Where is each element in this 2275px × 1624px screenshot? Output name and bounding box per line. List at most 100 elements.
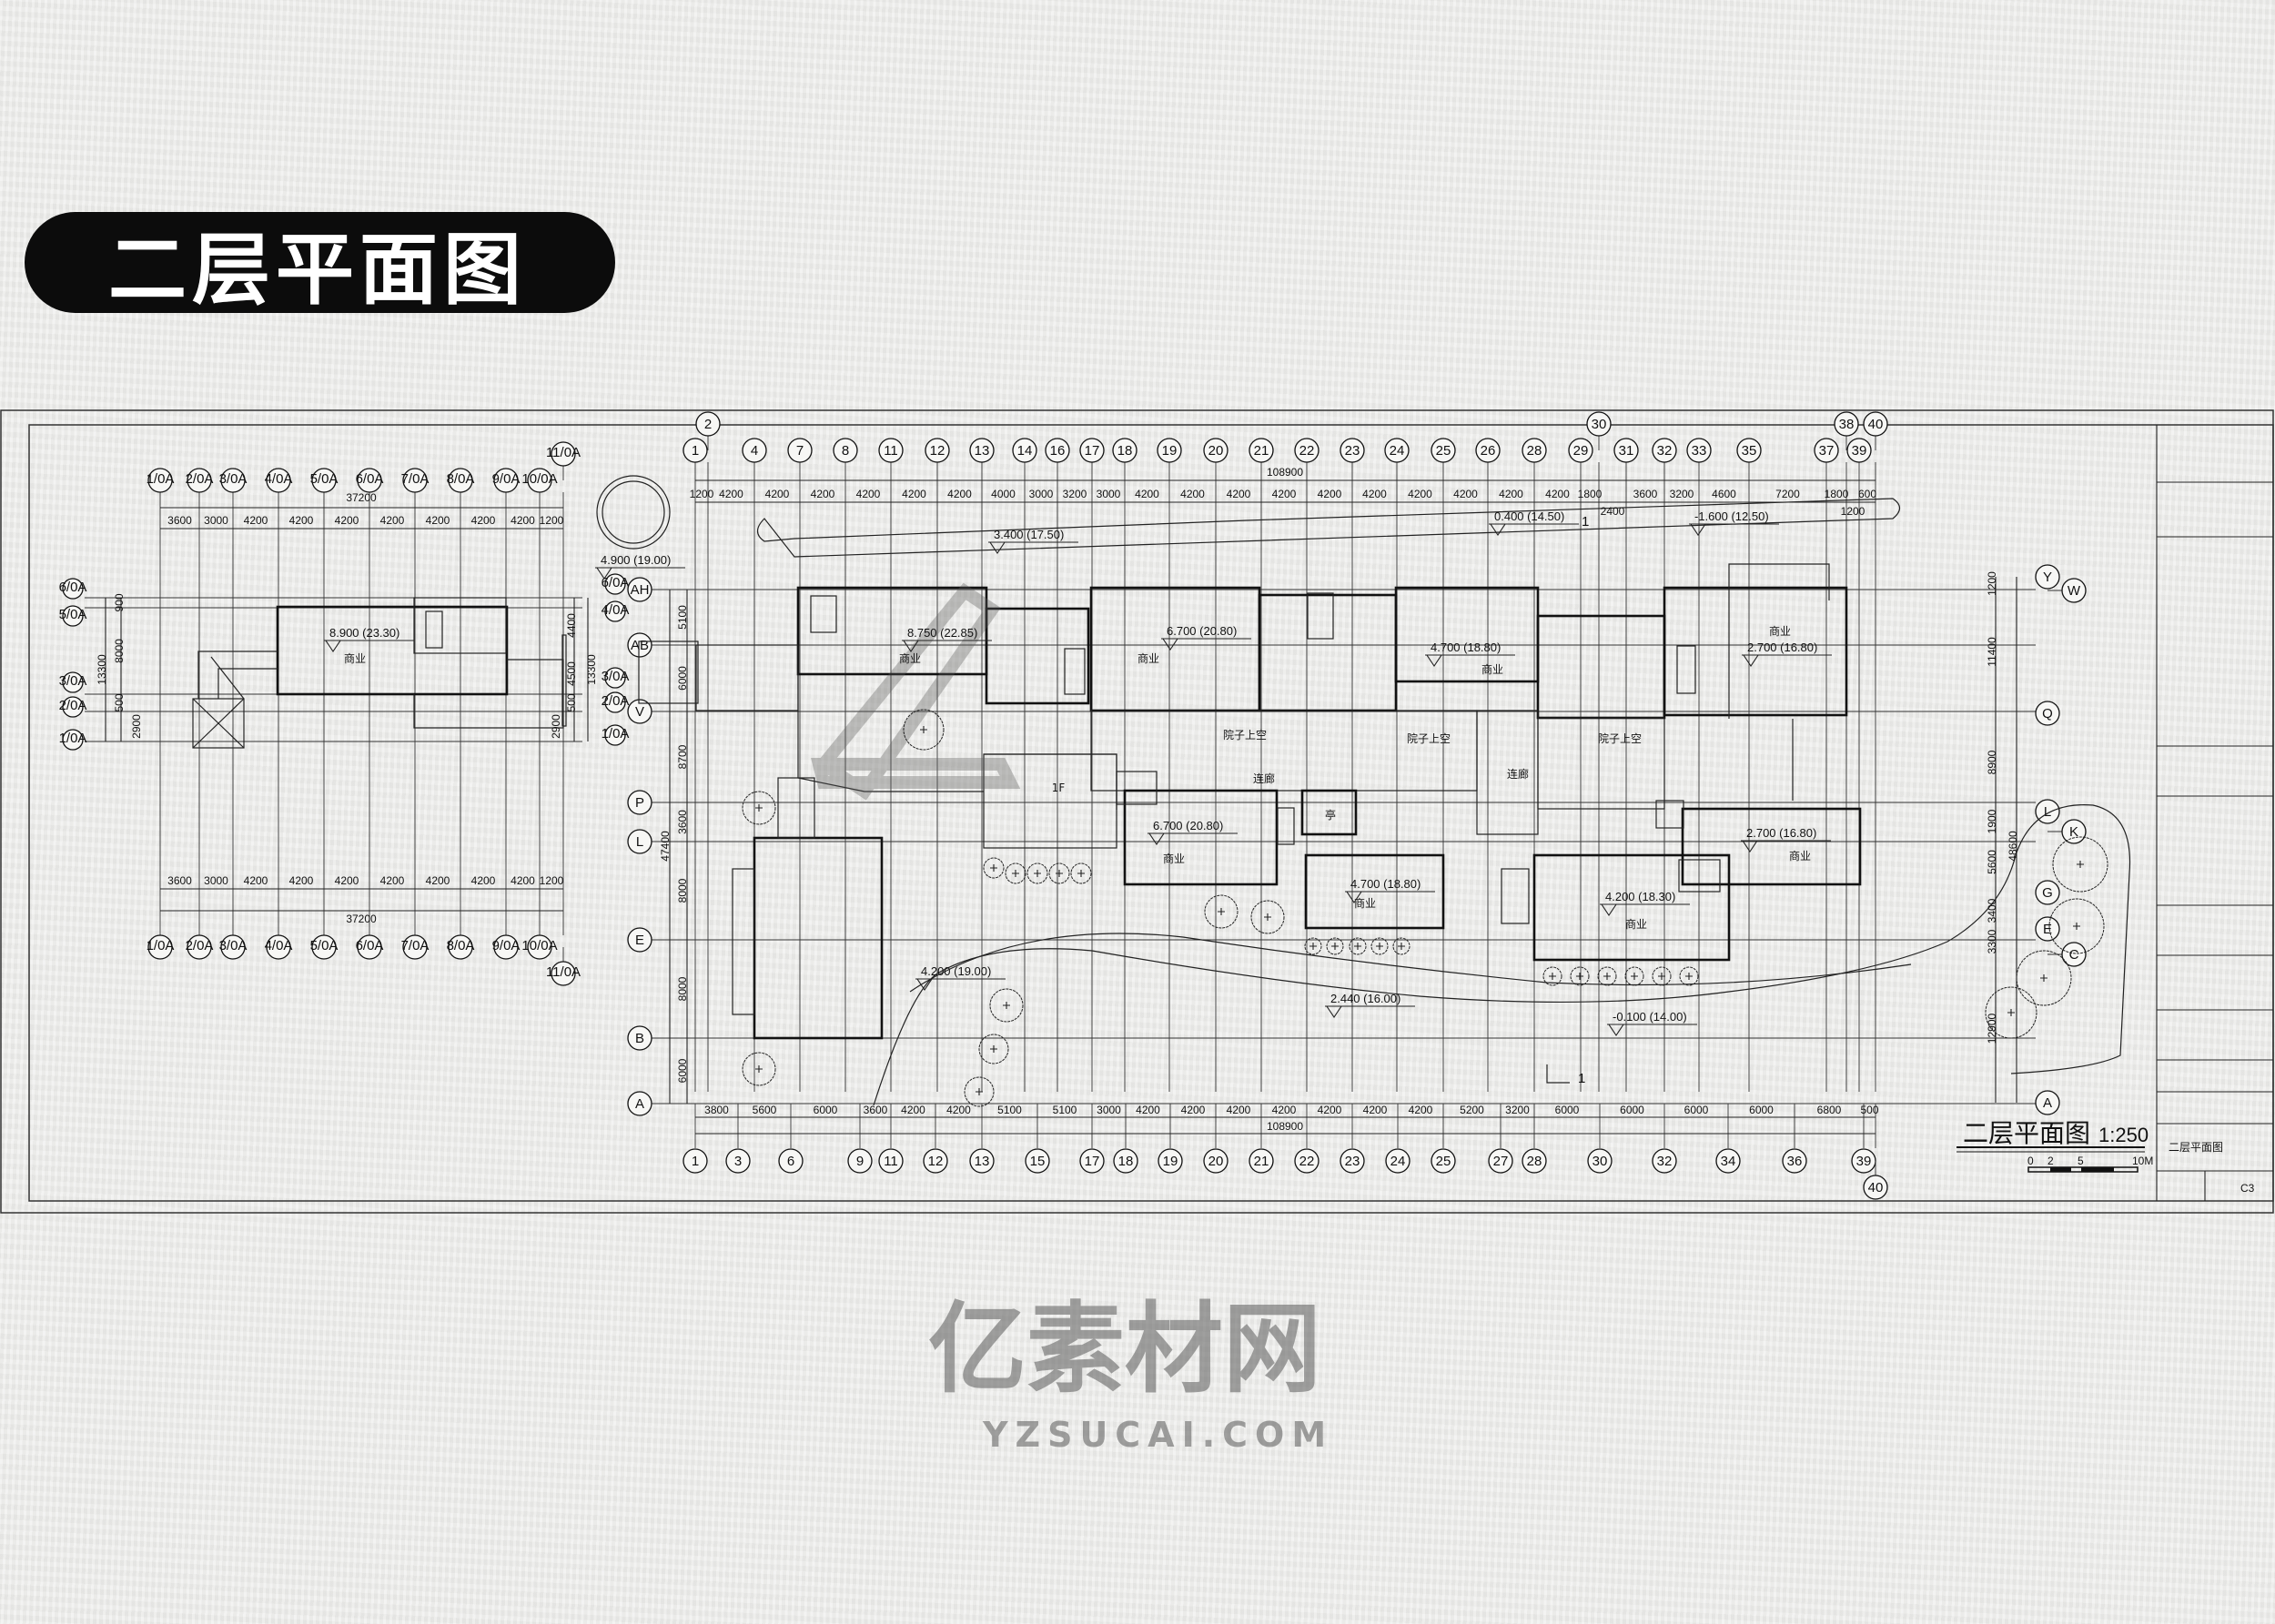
axis-bubble-bottom: 18	[1113, 1148, 1138, 1174]
elevation-label: 4.700 (18.80)	[1431, 641, 1501, 654]
axis-bubble-top: 1	[682, 438, 708, 463]
dimension-span: 8900	[1986, 750, 1998, 774]
tree-icon	[1250, 900, 1285, 934]
axis-label: 11/0A	[546, 964, 581, 980]
room-label: 商业	[1625, 917, 1647, 931]
axis-label: 2/0A	[602, 693, 630, 709]
axis-bubble-right: A	[2035, 1090, 2060, 1115]
axis-bubble-top: 13	[969, 438, 995, 463]
axis-bubble-top: 38	[1834, 411, 1859, 450]
axis-bubble-bottom: 23	[1340, 1148, 1365, 1174]
title-block-sheet-number: C3	[2240, 1182, 2255, 1195]
dimension-span: 1200	[1986, 571, 1998, 596]
dimension-span: 4200	[1318, 1104, 1342, 1116]
dimension-span: 4200	[946, 1104, 971, 1116]
axis-bubble-left: AB	[627, 632, 652, 658]
axis-bubble-top: 39	[1846, 438, 1872, 463]
tree-icon	[964, 1076, 995, 1107]
axis-bubble-top: 9/0A	[492, 468, 520, 493]
axis-bubble-top: 16	[1045, 438, 1070, 463]
axis-label: 3/0A	[59, 673, 87, 689]
axis-bubble-right: 1/0A	[602, 724, 629, 746]
elevation-marker: 2.700 (16.80)	[1742, 641, 1832, 667]
axis-bubble-bottom: 22	[1294, 1148, 1320, 1174]
axis-label: 15	[1030, 1154, 1046, 1169]
axis-bubble-top: 28	[1522, 438, 1547, 463]
elevation-marker: 4.900 (19.00)	[595, 553, 685, 580]
axis-label: 3/0A	[602, 669, 630, 684]
room-label: 商业	[1354, 896, 1376, 910]
dimension-span: 4200	[1363, 1104, 1388, 1116]
dimension-span: 3200	[1670, 488, 1694, 500]
axis-bubble-top: 29	[1568, 438, 1593, 463]
axis-bubble-top: 8	[833, 438, 858, 463]
tree-icon	[1005, 862, 1026, 884]
building-outlines	[192, 475, 2131, 1106]
axis-bubble-right: 6/0A	[602, 573, 629, 595]
dimension-total: 37200	[346, 491, 377, 504]
axis-bubble-bottom: 36	[1782, 1148, 1807, 1174]
scale-bar-label: 5	[2078, 1155, 2084, 1167]
axis-bubble-top: 22	[1294, 438, 1320, 463]
section-mark: 1	[1578, 1071, 1585, 1086]
axis-label: 38	[1839, 417, 1855, 432]
dimension-span: 3600	[167, 514, 192, 527]
axis-bubble-left: 6/0A	[59, 578, 86, 600]
axis-label: 25	[1436, 443, 1451, 459]
axis-label: E	[635, 933, 644, 948]
axis-bubble-top: 40	[1863, 411, 1888, 450]
axis-label: Y	[2043, 570, 2052, 585]
dimension-span: 4200	[335, 874, 359, 887]
axis-bubble-left: 2/0A	[59, 696, 86, 718]
dimension-span: 4200	[947, 488, 972, 500]
axis-bubble-bottom: 28	[1522, 1148, 1547, 1174]
dimension-span: 3000	[204, 514, 228, 527]
dimension-span: 3200	[1063, 488, 1087, 500]
axis-bubble-top: 32	[1652, 438, 1677, 463]
axis-label: 23	[1345, 1154, 1360, 1169]
axis-bubble-bottom: 2/0A	[186, 934, 213, 960]
dimension-span: 4200	[289, 874, 314, 887]
axis-bubble-right: W	[2048, 578, 2087, 603]
elevation-marker: 4.700 (18.80)	[1345, 877, 1435, 903]
dimension-span: 5100	[997, 1104, 1022, 1116]
axis-label: A	[2043, 1095, 2052, 1111]
trees	[742, 709, 2108, 1107]
tree-icon	[1070, 862, 1092, 884]
axis-bubble-top: 33	[1686, 438, 1712, 463]
dimension-span: 4200	[1499, 488, 1523, 500]
dimension-span: 1200	[1841, 505, 1866, 518]
axis-label: 7/0A	[401, 938, 430, 953]
elevation-label: -1.600 (12.50)	[1694, 509, 1769, 523]
axis-label: 5/0A	[310, 471, 339, 487]
axis-bubble-bottom: 32	[1652, 1148, 1677, 1174]
axis-bubble-top: 21	[1249, 438, 1274, 463]
dimension-span: 8000	[113, 639, 126, 663]
axis-bubble-top: 6/0A	[356, 468, 383, 493]
dimension-span: 2900	[130, 714, 143, 739]
axis-bubble-bottom: 9	[847, 1148, 873, 1174]
tree-icon	[1026, 862, 1048, 884]
axis-label: 22	[1299, 1154, 1315, 1169]
axis-label: 5/0A	[59, 607, 87, 622]
axis-label: 7/0A	[401, 471, 430, 487]
elevation-label: 4.200 (19.00)	[921, 964, 991, 978]
axis-label: 18	[1118, 1154, 1134, 1169]
elevation-label: 6.700 (20.80)	[1167, 624, 1237, 638]
axis-bubble-bottom: 4/0A	[265, 934, 293, 960]
room-label: 亭	[1325, 808, 1336, 822]
dimension-span: 3600	[167, 874, 192, 887]
dimension-span: 11400	[1986, 637, 1998, 667]
axis-label: 28	[1527, 443, 1542, 459]
axis-label: 30	[1592, 1154, 1608, 1169]
axis-label: 19	[1163, 1154, 1178, 1169]
dimension-total: 48600	[2007, 831, 2019, 862]
axis-label: 1	[692, 1154, 699, 1169]
axis-label: 16	[1050, 443, 1066, 459]
axis-bubble-bottom: 1	[682, 1148, 708, 1174]
axis-label: 4	[751, 443, 758, 459]
axis-bubble-right: E	[2035, 916, 2060, 942]
room-label: 商业	[1769, 624, 1791, 638]
axis-label: 4/0A	[265, 938, 293, 953]
axis-bubble-bottom: 11	[878, 1148, 904, 1174]
